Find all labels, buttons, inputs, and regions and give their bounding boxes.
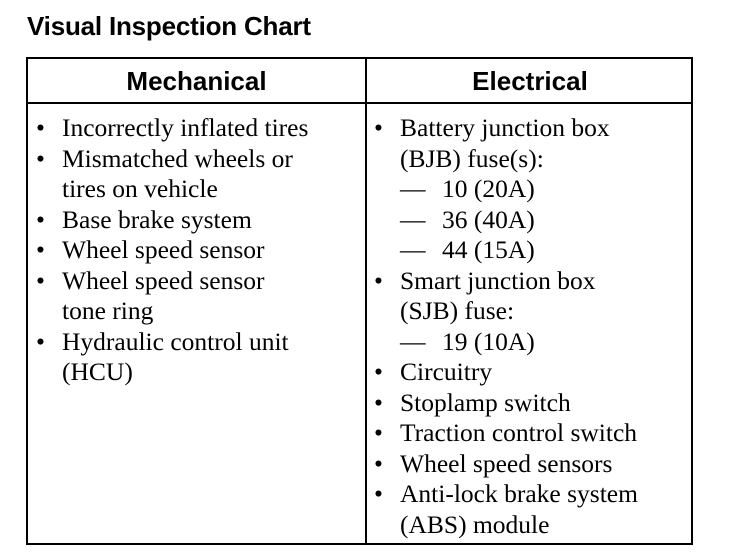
- dash-icon: —: [400, 326, 426, 356]
- dash-icon: —: [400, 174, 426, 203]
- header-divider: [28, 102, 691, 104]
- mechanical-item-text: Wheel speed sensor: [62, 235, 265, 264]
- electrical-item-text: Stoplamp switch: [400, 387, 571, 417]
- dash-icon: —: [400, 235, 426, 264]
- bullet-icon: •: [36, 113, 45, 142]
- electrical-item-text: Circuitry: [400, 357, 493, 386]
- mechanical-item-continuation: tone ring: [62, 296, 154, 325]
- bullet-icon: •: [374, 479, 383, 508]
- inspection-chart-table: Mechanical Electrical • Incorrectly infla…: [26, 57, 693, 545]
- page-title: Visual Inspection Chart: [27, 11, 311, 41]
- bullet-icon: •: [36, 326, 45, 356]
- electrical-header: Electrical: [472, 66, 588, 96]
- bullet-icon: •: [374, 357, 383, 386]
- mechanical-item-text: Wheel speed sensor: [62, 265, 265, 295]
- electrical-item-text: Traction control switch: [400, 418, 638, 447]
- bullet-icon: •: [36, 143, 45, 173]
- bullet-icon: •: [36, 265, 45, 295]
- mechanical-item-text: Mismatched wheels or: [62, 143, 293, 173]
- mechanical-item-continuation: tires on vehicle: [62, 174, 218, 203]
- electrical-item-continuation: (ABS) module: [400, 509, 550, 539]
- electrical-item-continuation: (BJB) fuse(s):: [400, 143, 544, 173]
- electrical-item-text: Wheel speed sensors: [400, 448, 613, 478]
- bullet-icon: •: [374, 448, 383, 478]
- bullet-icon: •: [36, 204, 45, 234]
- electrical-fuse-text: 36 (40A): [442, 204, 535, 234]
- column-divider: [365, 59, 367, 543]
- bullet-icon: •: [374, 418, 383, 447]
- mechanical-header: Mechanical: [126, 66, 267, 96]
- mechanical-item-text: Base brake system: [62, 204, 252, 234]
- bullet-icon: •: [374, 387, 383, 417]
- bullet-icon: •: [36, 235, 45, 264]
- bullet-icon: •: [374, 113, 383, 142]
- dash-icon: —: [400, 204, 426, 234]
- bullet-icon: •: [374, 265, 383, 295]
- electrical-fuse-text: 19 (10A): [442, 326, 535, 356]
- electrical-fuse-text: 44 (15A): [442, 235, 535, 264]
- electrical-item-text: Battery junction box: [400, 113, 610, 142]
- electrical-item-text: Smart junction box: [400, 265, 596, 295]
- electrical-item-continuation: (SJB) fuse:: [400, 296, 515, 325]
- mechanical-item-text: Hydraulic control unit: [62, 326, 289, 356]
- electrical-fuse-text: 10 (20A): [442, 174, 535, 203]
- mechanical-item-text: Incorrectly inflated tires: [62, 113, 309, 142]
- electrical-item-text: Anti-lock brake system: [400, 479, 638, 508]
- mechanical-item-continuation: (HCU): [62, 357, 133, 386]
